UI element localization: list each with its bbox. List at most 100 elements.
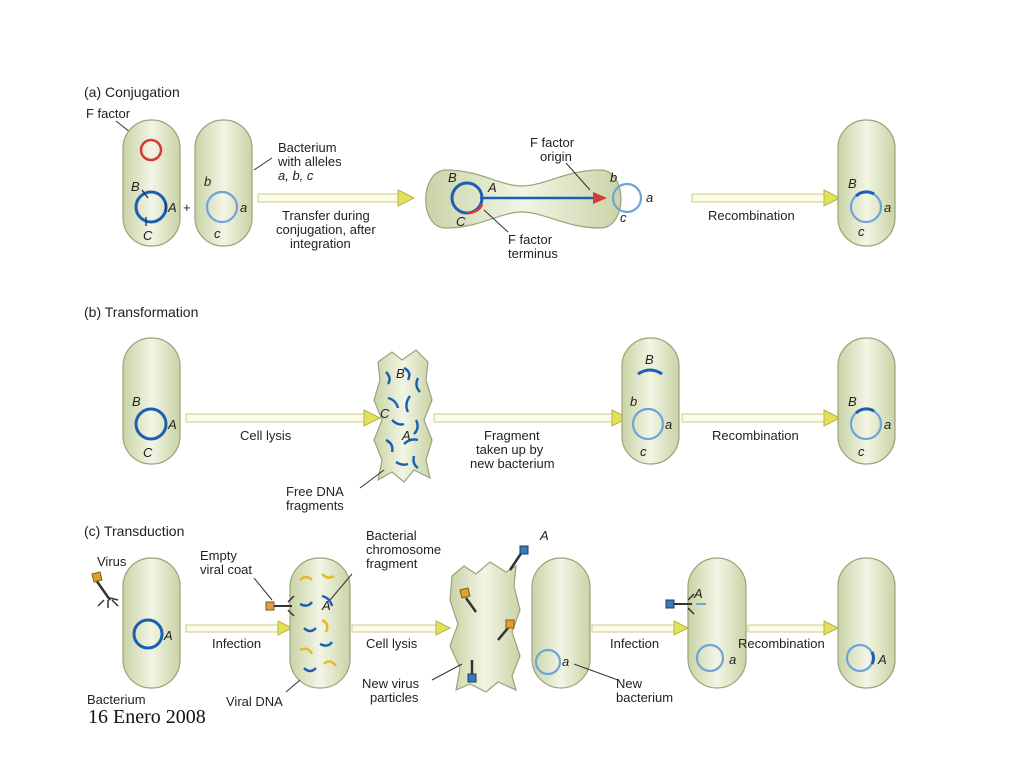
allele-C: C xyxy=(380,406,390,421)
empty-coat-leader xyxy=(253,577,273,601)
arrow-head xyxy=(823,620,840,636)
recombined-segment xyxy=(854,407,875,415)
bacterium-label-1: Bacterium xyxy=(278,140,337,155)
free-dna-label-2: fragments xyxy=(286,498,344,513)
empty-viral-coat-icon xyxy=(265,595,295,617)
fragment-label-3: new bacterium xyxy=(470,456,555,471)
arrow-head xyxy=(435,620,452,636)
virus-icon xyxy=(91,571,119,608)
arrow-head xyxy=(363,409,382,427)
recombination-label-a: Recombination xyxy=(708,208,795,223)
viral-and-bacterial-dna xyxy=(299,573,337,673)
cell-lysis-label-c: Cell lysis xyxy=(366,636,418,651)
new-virus-particles-icon xyxy=(459,545,529,683)
arrow-shaft xyxy=(351,624,439,633)
allele-B: B xyxy=(645,352,654,367)
viral-dna-label: Viral DNA xyxy=(226,694,283,709)
allele-B: B xyxy=(131,179,140,194)
arrow-head xyxy=(823,189,842,207)
allele-A: A xyxy=(163,628,173,643)
infecting-virus-icon xyxy=(665,593,706,615)
transduced-chromosome xyxy=(695,643,725,673)
arrow-head xyxy=(277,620,294,636)
recombined-segment xyxy=(854,190,875,198)
allele-B: B xyxy=(448,170,457,185)
arrow-shaft xyxy=(185,624,281,633)
taken-up-fragment xyxy=(637,368,663,376)
bacterium-c xyxy=(122,557,181,689)
allele-a: a xyxy=(240,200,247,215)
allele-A: A xyxy=(693,586,703,601)
allele-B: B xyxy=(132,394,141,409)
bacterium-chromosome-c xyxy=(132,618,164,650)
allele-a: a xyxy=(646,190,653,205)
terminus-label-2: terminus xyxy=(508,246,558,261)
allele-A: A xyxy=(539,528,549,543)
new-virus-leader xyxy=(431,663,463,681)
date-footer: 16 Enero 2008 xyxy=(88,706,206,728)
bact-chrom-label-3: fragment xyxy=(366,556,418,571)
allele-a: a xyxy=(884,417,891,432)
terminus-label-1: F factor xyxy=(508,232,553,247)
transduction-title: (c) Transduction xyxy=(84,523,184,539)
allele-a: a xyxy=(665,417,672,432)
recipient-chromosome-mating xyxy=(611,182,643,214)
allele-c: c xyxy=(640,444,647,459)
bacterium-label-3: a, b, c xyxy=(278,168,314,183)
empty-coat-label-2: viral coat xyxy=(200,562,252,577)
allele-b: b xyxy=(610,170,617,185)
arrow-shaft xyxy=(591,624,677,633)
transfer-label-2: conjugation, after xyxy=(276,222,376,237)
arrow-head xyxy=(611,409,630,427)
tick xyxy=(141,189,149,199)
origin-label-2: origin xyxy=(540,149,572,164)
arrow-shaft xyxy=(257,193,401,203)
new-bacterium-c xyxy=(531,557,591,689)
infection-label-2: Infection xyxy=(610,636,659,651)
bacterium-label-c: Bacterium xyxy=(87,692,146,707)
allele-A: A xyxy=(401,428,411,443)
f-factor-label: F factor xyxy=(86,106,131,121)
empty-coat-label-1: Empty xyxy=(200,548,237,563)
origin-arrow xyxy=(593,192,607,204)
allele-A: A xyxy=(321,598,331,613)
allele-a: a xyxy=(884,200,891,215)
new-bacterium-chromosome xyxy=(534,648,562,676)
bacterium-leader xyxy=(253,157,273,171)
virus-label: Virus xyxy=(97,554,127,569)
infection-label-1: Infection xyxy=(212,636,261,651)
recombinant-cell-c xyxy=(837,557,896,689)
arrow-head xyxy=(823,409,842,427)
arrow-shaft xyxy=(691,193,827,203)
allele-c: c xyxy=(858,224,865,239)
new-bacterium-label-1: New xyxy=(616,676,643,691)
free-dna-label-1: Free DNA xyxy=(286,484,344,499)
f-factor-plasmid xyxy=(139,138,163,162)
allele-C: C xyxy=(143,445,153,460)
conjugation-title: (a) Conjugation xyxy=(84,84,180,100)
cell-lysis-label-b: Cell lysis xyxy=(240,428,292,443)
allele-A: A xyxy=(167,417,177,432)
new-bacterium-leader xyxy=(573,663,619,681)
terminus-segment xyxy=(466,203,484,215)
recombination-label-b: Recombination xyxy=(712,428,799,443)
recombined-segment xyxy=(870,651,875,665)
allele-A: A xyxy=(487,180,497,195)
allele-b: b xyxy=(630,394,637,409)
transfer-label-3: integration xyxy=(290,236,351,251)
recipient-chromosome xyxy=(205,190,239,224)
terminus-leader xyxy=(483,209,509,233)
allele-c: c xyxy=(214,226,221,241)
allele-c: c xyxy=(620,210,627,225)
allele-C: C xyxy=(143,228,153,243)
allele-b: b xyxy=(204,174,211,189)
allele-B: B xyxy=(396,366,405,381)
donor-chromosome-b xyxy=(134,407,168,441)
recipient-chromosome-b xyxy=(631,407,665,441)
allele-a: a xyxy=(562,654,569,669)
new-virus-label-2: particles xyxy=(370,690,419,705)
allele-c: c xyxy=(858,444,865,459)
free-dna-leader xyxy=(359,469,385,489)
